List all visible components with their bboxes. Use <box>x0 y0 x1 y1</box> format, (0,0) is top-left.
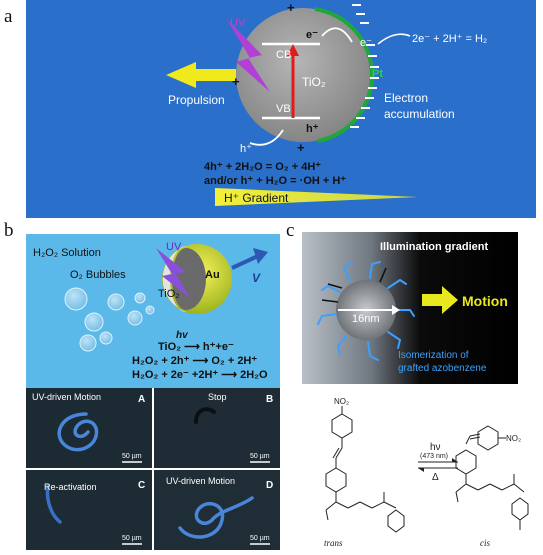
panel-b-figure: b H₂O₂ Solution UV O₂ Bubbles TiO₂ Au V … <box>4 220 280 550</box>
panel-c-letter: c <box>286 220 294 241</box>
forward-arrow-head <box>452 458 458 462</box>
frame-b-tag: B <box>266 394 273 405</box>
hole-label: h⁺ <box>306 123 319 135</box>
cb-label: CB <box>276 49 291 61</box>
excitation-arrow-head <box>287 44 299 56</box>
frame-b-scale: 50 µm <box>250 453 270 460</box>
pt-coating <box>314 7 375 143</box>
tio2-label: TiO₂ <box>302 75 326 89</box>
electron-accumulation-label-2: accumulation <box>384 107 455 121</box>
velocity-label: V <box>252 271 261 285</box>
vb-label: VB <box>276 103 291 115</box>
h2o2-solution-label: H₂O₂ Solution <box>33 247 101 259</box>
uv-lightning-bolt-b <box>156 248 190 298</box>
trajectory-d <box>178 496 254 539</box>
propulsion-label: Propulsion <box>168 93 225 107</box>
no2-right-label: NO₂ <box>506 434 521 443</box>
motion-label: Motion <box>462 293 508 309</box>
reaction-eq-1: TiO₂ ⟶ h⁺+e⁻ <box>158 341 234 353</box>
micrograph-frame-c <box>26 470 152 550</box>
isomerization-label-1: Isomerization of <box>398 350 469 361</box>
azobenzene-ligands <box>317 261 415 361</box>
tio2-particle <box>236 8 370 142</box>
electron-accumulation-label-1: Electron <box>384 91 428 105</box>
frame-c-scale: 50 µm <box>122 535 142 542</box>
micrograph-frame-d <box>154 470 280 550</box>
hv-label-c: hν <box>430 442 441 453</box>
uv-label-b: UV <box>166 241 182 253</box>
uv-lightning-bolt <box>226 18 270 92</box>
o2-bubbles-label: O₂ Bubbles <box>70 269 126 281</box>
size-arrow-head <box>392 305 400 315</box>
water-equation-2: and/or h⁺ + H₂O = ·OH + H⁺ <box>204 175 346 187</box>
panel-c-figure: c Illumination gradient Motion 16nm Isom… <box>286 220 529 548</box>
motion-arrow <box>422 286 458 314</box>
delta-label: Δ <box>432 472 439 483</box>
frame-b-title: Stop <box>208 392 227 402</box>
frame-d-scale: 50 µm <box>250 535 270 542</box>
oxygen-bubbles <box>64 287 155 352</box>
pt-label: Pt <box>372 68 383 80</box>
tio2-label-b: TiO₂ <box>158 288 180 300</box>
reverse-arrow-head <box>418 468 424 472</box>
cis-azobenzene-structure <box>455 425 529 530</box>
azobenzene-ligands-dark <box>321 267 387 303</box>
illumination-label: Illumination gradient <box>380 241 489 253</box>
panel-a: a UV + + + e⁻ e⁻ 2e⁻ + 2H⁺ = H₂ CB TiO₂ … <box>0 0 543 218</box>
frame-d-tag: D <box>266 480 273 491</box>
trajectory-c <box>45 484 62 524</box>
electron-transfer-arrow <box>321 27 353 43</box>
plus-top: + <box>287 0 295 15</box>
electron-out-label: e⁻ <box>360 37 372 49</box>
uv-label: UV <box>230 17 246 29</box>
hole-transfer-arrow <box>249 129 284 146</box>
plus-bottom: + <box>297 140 305 155</box>
panel-b-letter: b <box>4 220 14 241</box>
panel-b: b H₂O₂ Solution UV O₂ Bubbles TiO₂ Au V … <box>0 218 280 550</box>
hole-outer-label: h⁺ <box>240 143 252 155</box>
h-gradient-label: H⁺ Gradient <box>224 191 289 205</box>
hydrogen-arrow <box>377 33 411 45</box>
velocity-arrow <box>231 254 259 270</box>
accumulated-charges <box>350 4 379 128</box>
velocity-arrow-head <box>253 248 268 264</box>
frame-a-tag: A <box>138 394 145 405</box>
frame-c-title: Re-activation <box>44 482 97 492</box>
wavelength-label: (473 nm) <box>420 453 448 460</box>
micrograph-frame-a <box>26 388 152 468</box>
plus-left: + <box>232 74 240 89</box>
frame-c-tag: C <box>138 480 145 491</box>
reaction-eq-2: H₂O₂ + 2h⁺ ⟶ O₂ + 2H⁺ <box>132 355 257 367</box>
size-label: 16nm <box>352 313 380 325</box>
electron-label: e⁻ <box>306 29 318 41</box>
propulsion-arrow <box>166 62 236 88</box>
scale-bars <box>122 461 270 545</box>
panel-a-figure: a UV + + + e⁻ e⁻ 2e⁻ + 2H⁺ = H₂ CB TiO₂ … <box>4 0 536 218</box>
frame-d-title: UV-driven Motion <box>166 476 235 486</box>
trajectory-a <box>57 412 99 452</box>
cis-label: cis <box>480 538 490 548</box>
reaction-eq-3: H₂O₂ + 2e⁻ +2H⁺ ⟶ 2H₂O <box>132 369 268 381</box>
panel-c: c Illumination gradient Motion 16nm Isom… <box>280 218 543 550</box>
hv-label: hv <box>176 330 189 341</box>
water-equation-1: 4h⁺ + 2H₂O = O₂ + 4H⁺ <box>204 161 321 173</box>
panel-a-letter: a <box>4 6 13 27</box>
isomerization-label-2: grafted azobenzene <box>398 363 487 374</box>
janus-particle-core <box>172 248 206 310</box>
trans-label: trans <box>324 538 343 548</box>
trans-azobenzene-structure <box>325 406 405 533</box>
h-gradient-arrow <box>215 188 418 206</box>
au-label: Au <box>205 269 220 281</box>
micrograph-frame-b <box>154 388 280 468</box>
frame-a-scale: 50 µm <box>122 453 142 460</box>
trajectory-b <box>194 407 216 424</box>
hydrogen-equation: 2e⁻ + 2H⁺ = H₂ <box>412 33 487 45</box>
no2-top-label: NO₂ <box>334 397 349 406</box>
frame-a-title: UV-driven Motion <box>32 392 101 402</box>
